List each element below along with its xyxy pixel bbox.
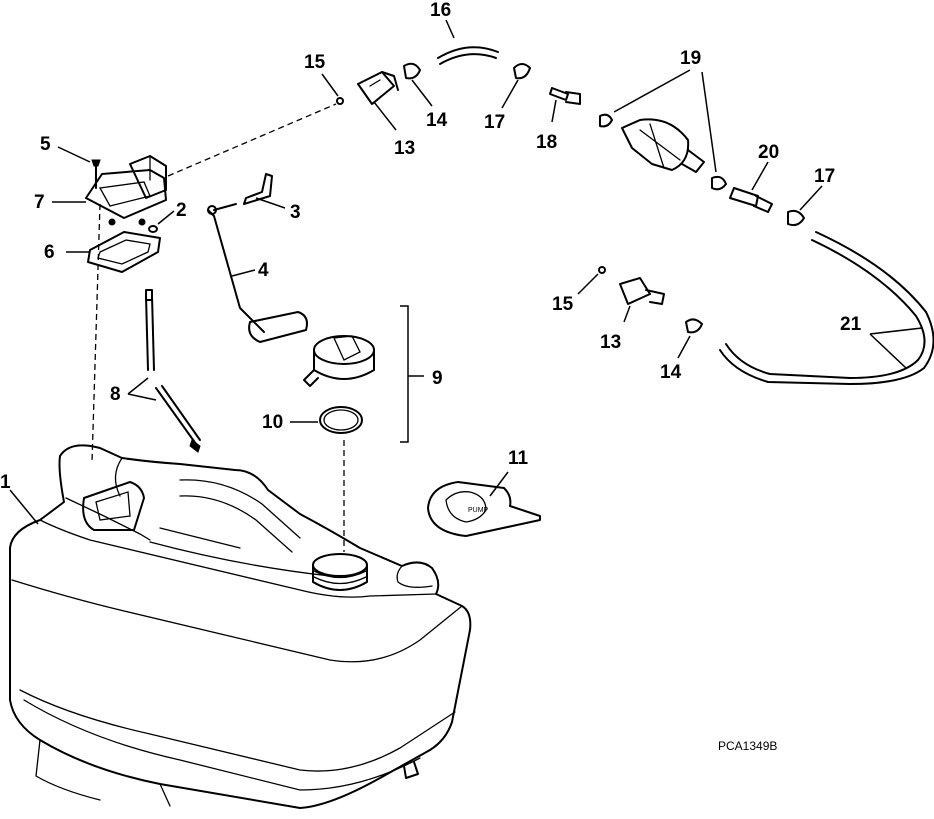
callout-21: 21 [840, 314, 862, 335]
callout-13-top: 13 [394, 138, 415, 159]
callout-14-right: 14 [660, 362, 682, 383]
callout-20: 20 [758, 142, 779, 163]
callout-17-top: 17 [484, 112, 505, 133]
sender-assembly [85, 155, 167, 226]
cap-gasket [319, 406, 363, 434]
fitting-20 [729, 187, 773, 213]
svg-text:PUMP: PUMP [468, 507, 489, 514]
clamp-right [685, 318, 703, 334]
long-hose [719, 231, 934, 385]
clamp-17 [513, 63, 531, 80]
callout-labels: 1 2 3 4 5 6 7 8 9 10 11 13 13 14 14 15 1… [0, 0, 862, 753]
callout-1: 1 [0, 472, 11, 493]
decal: PUMP [427, 481, 541, 537]
small-oring [148, 225, 158, 233]
pickup-tube [145, 289, 201, 453]
float-arm-assembly [207, 203, 308, 343]
clamp-top [403, 62, 421, 80]
callout-13-right: 13 [600, 332, 621, 353]
callout-4: 4 [258, 260, 269, 281]
callout-15-top: 15 [304, 52, 326, 73]
oring-right [598, 266, 606, 274]
clip [243, 173, 273, 205]
fuel-tank [9, 444, 472, 809]
fitting-18 [549, 87, 581, 105]
callout-14-top: 14 [426, 110, 448, 131]
clamp-17-right [787, 209, 805, 227]
connector-right [619, 277, 665, 305]
callout-19: 19 [680, 48, 701, 69]
callout-15-right: 15 [552, 294, 574, 315]
drawing-code: PCA1349B [718, 739, 777, 753]
callout-6: 6 [44, 242, 55, 263]
primer-bulb [599, 113, 727, 191]
leader-lines [9, 19, 923, 525]
callout-3: 3 [290, 202, 301, 223]
short-hose [437, 46, 499, 59]
callout-8: 8 [110, 384, 121, 405]
callout-17-right: 17 [814, 166, 835, 187]
callout-2: 2 [176, 200, 187, 221]
filler-cap [303, 335, 375, 387]
callout-18: 18 [536, 132, 557, 153]
callout-16: 16 [430, 0, 451, 21]
oring-top [336, 97, 344, 105]
callout-5: 5 [40, 134, 51, 155]
connector-top [357, 71, 399, 105]
callout-10: 10 [262, 412, 283, 433]
callout-9: 9 [432, 368, 443, 389]
callout-11: 11 [508, 448, 529, 469]
callout-7: 7 [34, 192, 45, 213]
